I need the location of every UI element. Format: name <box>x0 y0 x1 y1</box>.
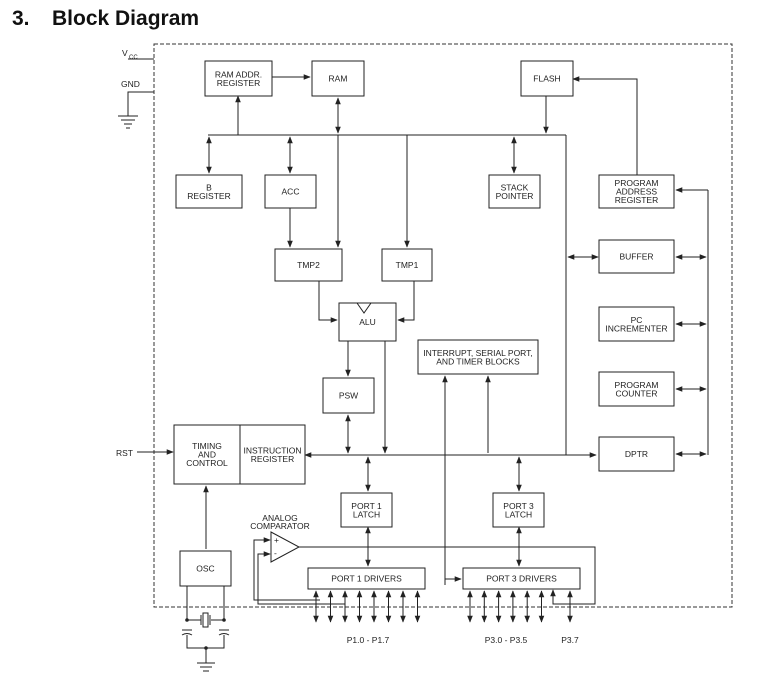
page-title: 3. Block Diagram <box>12 7 199 31</box>
alu-notch <box>356 302 372 314</box>
program-address-register-label: REGISTER <box>615 195 658 205</box>
flash-label: FLASH <box>533 74 560 84</box>
pc-incrementer-label: INCREMENTER <box>605 323 667 333</box>
instruction-register-label: INSTRUCTION <box>243 445 301 455</box>
section-title: Block Diagram <box>52 7 200 30</box>
interrupt-serial-timer-label: AND TIMER BLOCKS <box>436 356 520 366</box>
psw-label: PSW <box>339 391 358 401</box>
port3-pin-label: P3.0 - P3.5 <box>485 635 528 645</box>
port1-latch-label: PORT 1 <box>351 501 382 511</box>
vcc-label: V <box>122 48 128 58</box>
program-address-register-label: PROGRAM <box>615 178 659 188</box>
chip-boundary <box>153 43 733 608</box>
alu-label: ALU <box>359 317 376 327</box>
ground-icon <box>118 115 138 129</box>
buffer-block: BUFFER <box>598 239 675 274</box>
timing-and-control-label: AND <box>198 450 216 460</box>
port3-latch-label: PORT 3 <box>503 501 534 511</box>
pc-incrementer-label: PC <box>631 315 643 325</box>
program-counter-label: COUNTER <box>615 388 657 398</box>
program-address-register-label: ADDRESS <box>616 187 657 197</box>
tmp1-label: TMP1 <box>396 260 419 270</box>
ram-addr-register-block: RAM ADDR.REGISTER <box>204 60 273 97</box>
comparator-minus: - <box>274 548 277 558</box>
tmp1-block: TMP1 <box>381 248 433 282</box>
port1-drivers-block: PORT 1 DRIVERS <box>307 567 426 590</box>
ram-addr-register-label: REGISTER <box>217 78 260 88</box>
timing-and-control-label: TIMING <box>192 441 222 451</box>
port3-drivers-block: PORT 3 DRIVERS <box>462 567 581 590</box>
psw-block: PSW <box>322 377 375 414</box>
port3-drivers-label: PORT 3 DRIVERS <box>486 574 557 584</box>
comparator-plus: + <box>274 535 279 545</box>
crystal-oscillator-circuit <box>181 586 230 672</box>
dptr-block: DPTR <box>598 436 675 472</box>
acc-label: ACC <box>282 187 300 197</box>
b-register-label: B <box>206 182 212 192</box>
vcc-pin: V CC <box>122 48 154 61</box>
alu-block: ALU <box>338 302 397 342</box>
buffer-label: BUFFER <box>620 252 654 262</box>
stack-pointer-label: STACK <box>501 182 529 192</box>
tmp2-block: TMP2 <box>274 248 343 282</box>
comparator-label-1: ANALOG <box>262 513 297 523</box>
ram-addr-register-label: RAM ADDR. <box>215 69 262 79</box>
port1-drivers-label: PORT 1 DRIVERS <box>331 574 402 584</box>
timing-and-control-label: CONTROL <box>186 458 228 468</box>
port3-latch-label: LATCH <box>505 509 532 519</box>
acc-block: ACC <box>264 174 317 209</box>
osc-label: OSC <box>196 564 214 574</box>
ram-label: RAM <box>329 74 348 84</box>
gnd-label: GND <box>121 79 140 89</box>
io-pins <box>313 590 573 623</box>
stack-pointer-label: POINTER <box>496 191 534 201</box>
section-number: 3. <box>12 7 30 30</box>
ram-block: RAM <box>311 60 365 97</box>
b-register-label: REGISTER <box>187 191 230 201</box>
program-counter-label: PROGRAM <box>615 380 659 390</box>
gnd-pin: GND <box>118 79 154 129</box>
port1-latch-label: LATCH <box>353 509 380 519</box>
instruction-register-label: REGISTER <box>251 454 294 464</box>
osc-block: OSC <box>179 550 232 587</box>
connections <box>137 74 709 605</box>
analog-comparator: + - ANALOG COMPARATOR <box>250 513 310 563</box>
vcc-subscript: CC <box>129 55 138 61</box>
p37-pin-label: P3.7 <box>561 635 579 645</box>
rst-label: RST <box>116 448 133 458</box>
ground-icon <box>197 662 215 672</box>
flash-block: FLASH <box>520 60 574 97</box>
dptr-label: DPTR <box>625 449 648 459</box>
tmp2-label: TMP2 <box>297 260 320 270</box>
comparator-label-2: COMPARATOR <box>250 521 310 531</box>
port1-pin-label: P1.0 - P1.7 <box>347 635 390 645</box>
interrupt-serial-timer-label: INTERRUPT, SERIAL PORT, <box>423 348 533 358</box>
interrupt-serial-timer-block: INTERRUPT, SERIAL PORT,AND TIMER BLOCKS <box>417 339 539 375</box>
